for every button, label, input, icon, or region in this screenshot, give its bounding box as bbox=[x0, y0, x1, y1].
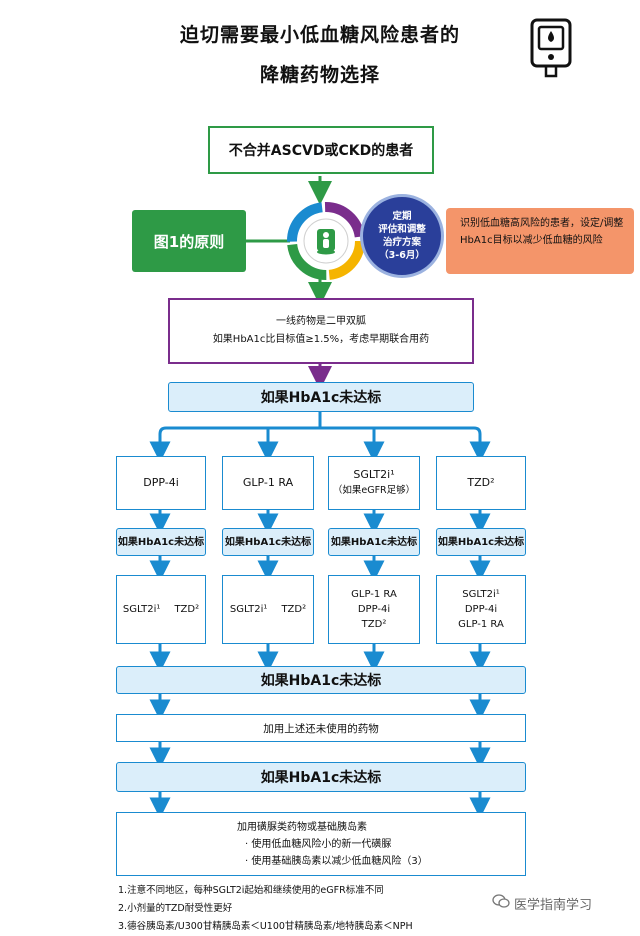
review-line2: 评估和调整 bbox=[378, 224, 426, 235]
hba1c-not-reached-2: 如果HbA1c未达标 bbox=[116, 666, 526, 694]
second-options-tzd: SGLT2i¹ DPP-4i GLP-1 RA bbox=[436, 575, 526, 644]
option-tzd: TZD² bbox=[436, 456, 526, 510]
option-sglt2i: SGLT2i¹ （如果eGFR足够） bbox=[328, 456, 420, 510]
first-line-text: 一线药物是二甲双胍 bbox=[276, 316, 366, 327]
footnote-3: 3.德谷胰岛素/U300甘精胰岛素＜U100甘精胰岛素/地特胰岛素＜NPH bbox=[118, 921, 413, 932]
add-unused-drugs-box: 加用上述还未使用的药物 bbox=[116, 714, 526, 742]
footnote-1: 1.注意不同地区，每种SGLT2i起始和继续使用的eGFR标准不同 bbox=[118, 885, 384, 896]
review-line3: 治疗方案 bbox=[382, 237, 421, 248]
option-dpp4i: DPP-4i bbox=[116, 456, 206, 510]
watermark: 医学指南学习 bbox=[492, 893, 592, 913]
wechat-icon bbox=[492, 893, 510, 913]
second-option-item: SGLT2i¹ bbox=[122, 604, 161, 615]
second-options-sglt2i: GLP-1 RA DPP-4i TZD² bbox=[328, 575, 420, 644]
review-line1: 定期 bbox=[392, 211, 412, 222]
page-title-line1: 迫切需要最小低血糖风险患者的 bbox=[179, 24, 460, 46]
hba1c-not-reached-tzd: 如果HbA1c未达标 bbox=[436, 528, 526, 556]
second-option-item: SGLT2i¹ bbox=[229, 604, 268, 615]
hypoglycemia-risk-box: 识别低血糖高风险的患者，设定/调整HbA1c目标以减少低血糖的风险 bbox=[446, 208, 634, 274]
second-options-dpp4i: SGLT2i¹ TZD² bbox=[116, 575, 206, 644]
second-option-item: SGLT2i¹ bbox=[462, 589, 500, 600]
final-box-bullet-1: · 使用低血糖风险小的新一代磺脲 bbox=[245, 839, 392, 850]
option-sglt2i-note: （如果eGFR足够） bbox=[332, 485, 416, 496]
page-title-line2: 降糖药物选择 bbox=[259, 64, 380, 86]
second-option-item: DPP-4i bbox=[357, 604, 391, 615]
hba1c-not-reached-3: 如果HbA1c未达标 bbox=[116, 762, 526, 792]
review-line4: （3-6月） bbox=[379, 250, 425, 261]
footnote-2: 2.小剂量的TZD耐受性更好 bbox=[118, 903, 233, 914]
second-option-item: DPP-4i bbox=[464, 604, 498, 615]
first-line-box: 一线药物是二甲双胍 如果HbA1c比目标值≥1.5%，考虑早期联合用药 bbox=[168, 298, 474, 364]
person-icon bbox=[314, 227, 338, 255]
hba1c-not-reached-sglt2i: 如果HbA1c未达标 bbox=[328, 528, 420, 556]
second-option-item: TZD² bbox=[281, 604, 307, 615]
option-glp1ra: GLP-1 RA bbox=[222, 456, 314, 510]
final-box-bullet-2: · 使用基础胰岛素以减少低血糖风险（3） bbox=[245, 856, 428, 867]
second-option-item: GLP-1 RA bbox=[351, 589, 397, 600]
watermark-text: 医学指南学习 bbox=[514, 897, 593, 913]
second-option-item: TZD² bbox=[361, 619, 387, 630]
second-options-glp1ra: SGLT2i¹ TZD² bbox=[222, 575, 314, 644]
principle-box: 图1的原则 bbox=[132, 210, 246, 272]
glucose-meter-icon bbox=[526, 18, 576, 78]
final-box-heading: 加用磺脲类药物或基础胰岛素 bbox=[237, 822, 367, 833]
early-combo-text: 如果HbA1c比目标值≥1.5%，考虑早期联合用药 bbox=[212, 334, 430, 345]
second-option-item: GLP-1 RA bbox=[458, 619, 504, 630]
sulfonylurea-insulin-box: 加用磺脲类药物或基础胰岛素 · 使用低血糖风险小的新一代磺脲 · 使用基础胰岛素… bbox=[116, 812, 526, 876]
option-sglt2i-label: SGLT2i¹ bbox=[353, 468, 395, 481]
hba1c-not-reached-glp1ra: 如果HbA1c未达标 bbox=[222, 528, 314, 556]
review-cycle-circle: 定期 评估和调整 治疗方案 （3-6月） bbox=[360, 194, 444, 278]
hba1c-not-reached-1: 如果HbA1c未达标 bbox=[168, 382, 474, 412]
hba1c-not-reached-dpp4i: 如果HbA1c未达标 bbox=[116, 528, 206, 556]
second-option-item: TZD² bbox=[174, 604, 200, 615]
patient-criteria-box: 不合并ASCVD或CKD的患者 bbox=[208, 126, 434, 174]
